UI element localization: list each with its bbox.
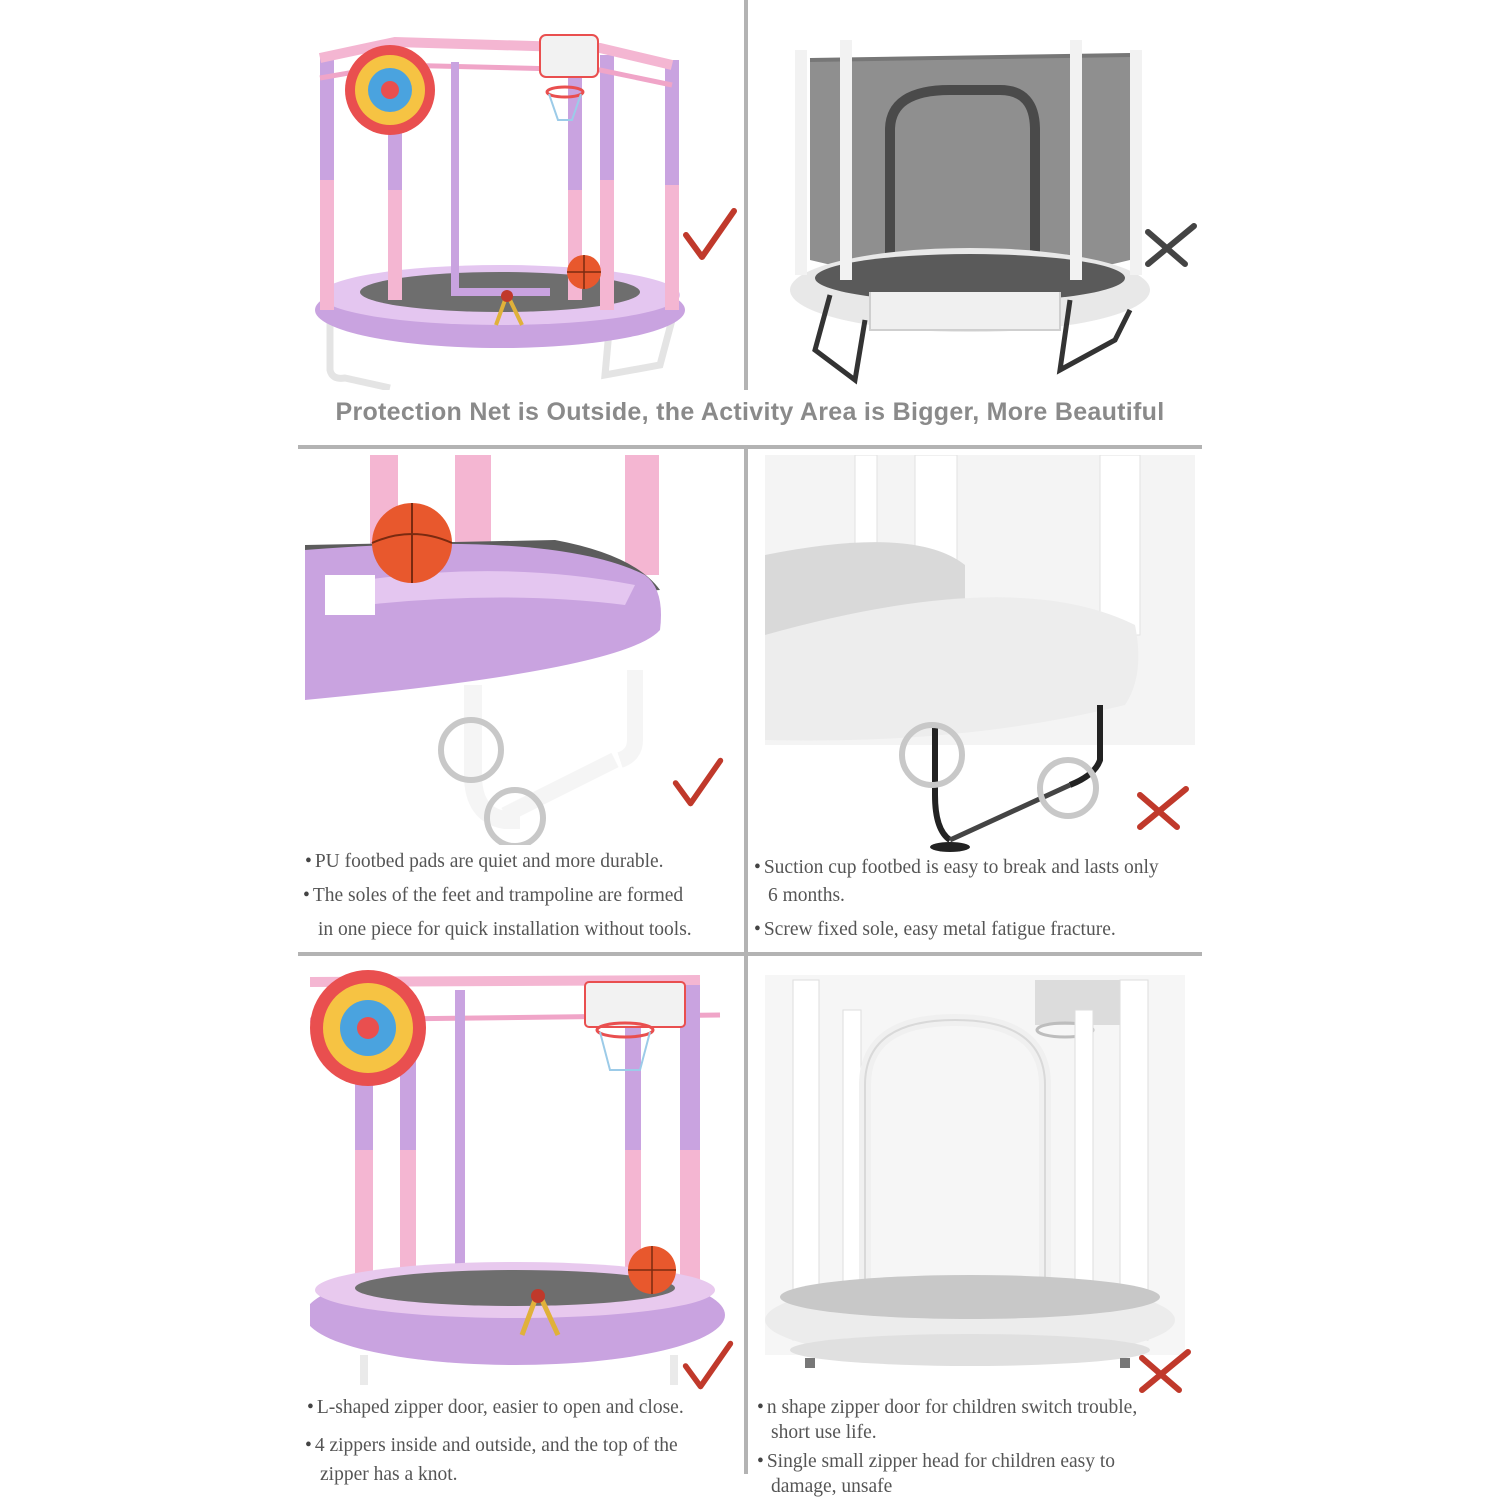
n-door-bullet-1: n shape zipper door for children switch … (757, 1391, 1137, 1425)
check-mark-icon (683, 208, 737, 260)
pu-bullet-1: PU footbed pads are quiet and more durab… (305, 845, 664, 879)
l-zipper-door-image (310, 970, 740, 1390)
pu-bullet-2-cont: in one piece for quick installation with… (318, 919, 692, 940)
cross-mark-icon (1137, 786, 1189, 830)
comparison-headline: Protection Net is Outside, the Activity … (335, 398, 1165, 426)
n-door-bullet-2-cont: damage, unsafe (771, 1476, 893, 1497)
n-door-bullet-2: Single small zipper head for children ea… (757, 1445, 1115, 1479)
suction-bullet-1: Suction cup footbed is easy to break and… (754, 851, 1159, 885)
n-door-bullet-1-cont: short use life. (771, 1422, 877, 1443)
check-mark-icon (682, 1340, 734, 1390)
check-mark-icon (672, 757, 724, 807)
suction-bullet-1-cont: 6 months. (768, 885, 845, 906)
l-door-bullet-2-cont: zipper has a knot. (320, 1464, 458, 1485)
suction-bullet-2: Screw fixed sole, easy metal fatigue fra… (754, 913, 1116, 947)
divider-2 (298, 952, 1202, 956)
divider-1 (298, 445, 1202, 449)
good-trampoline-image (300, 20, 740, 390)
suction-cup-image (765, 455, 1195, 855)
pu-bullet-2: The soles of the feet and trampoline are… (303, 879, 683, 913)
center-divider-top (744, 0, 748, 390)
n-zipper-door-image (765, 975, 1185, 1385)
pu-footbed-image (305, 455, 740, 845)
bad-trampoline-image (770, 20, 1190, 390)
cross-mark-icon (1139, 1349, 1191, 1393)
center-divider-bottom (744, 954, 748, 1474)
l-door-bullet-2: 4 zippers inside and outside, and the to… (305, 1429, 678, 1463)
cross-mark-icon (1145, 223, 1197, 267)
center-divider-middle (744, 447, 748, 952)
l-door-bullet-1: L-shaped zipper door, easier to open and… (307, 1391, 684, 1425)
